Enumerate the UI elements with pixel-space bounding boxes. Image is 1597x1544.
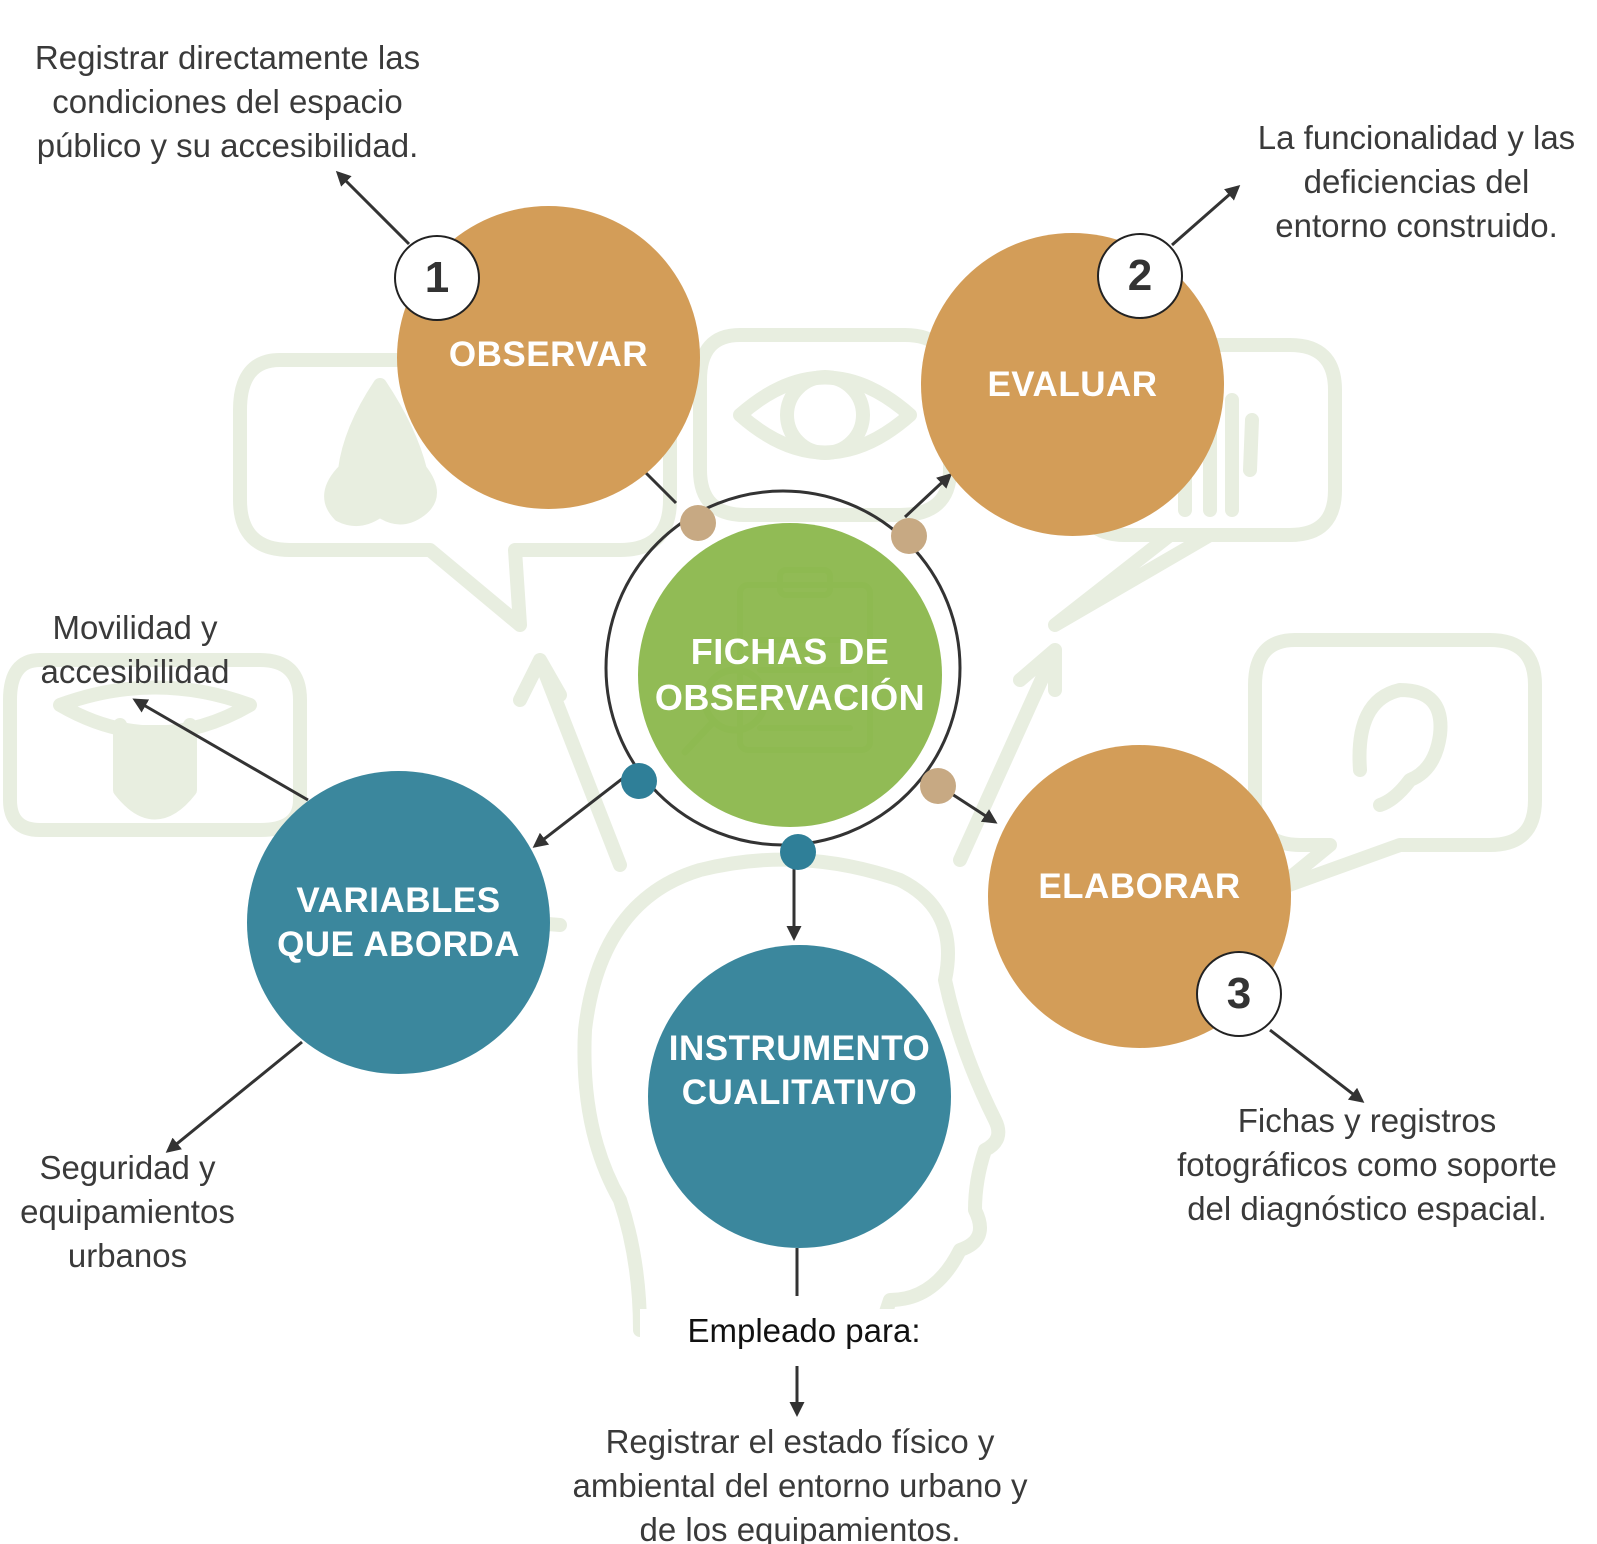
node-instrumento-label: INSTRUMENTO CUALITATIVO [668, 1028, 931, 1112]
arrow-center-evaluar [903, 472, 953, 519]
arrow-elaborar-desc [1269, 1028, 1365, 1103]
connector-dot-evaluar [891, 518, 927, 554]
desc-variables-top: Movilidad y accesibilidad [40, 609, 230, 690]
connector-dot-variables [621, 763, 657, 799]
connector-label-empleado: Empleado para: [640, 1309, 968, 1353]
step-number-1: 1 [394, 235, 480, 321]
desc-elaborar: Fichas y registros fotográficos como sop… [1177, 1102, 1557, 1227]
arrow-variables-top [132, 698, 309, 802]
desc-observar: Registrar directamente las condiciones d… [34, 39, 421, 164]
arrow-observar-desc [335, 170, 411, 246]
desc-evaluar: La funcionalidad y las deficiencias del … [1257, 119, 1576, 244]
step-number-2: 2 [1097, 233, 1183, 319]
head-icon [577, 852, 1006, 1337]
connector-dot-observar [680, 505, 716, 541]
connector-dot-instrumento [780, 834, 816, 870]
node-instrumento: INSTRUMENTO CUALITATIVO [648, 945, 951, 1248]
node-variables-label: VARIABLES QUE ABORDA [277, 880, 520, 964]
center-title: FICHAS DE OBSERVACIÓN [654, 631, 926, 718]
node-observar-label: OBSERVAR [448, 334, 649, 374]
node-evaluar-label: EVALUAR [987, 364, 1158, 404]
arrow-variables-bottom [165, 1040, 303, 1153]
desc-instrumento: Registrar el estado físico y ambiental d… [572, 1423, 1028, 1544]
step-number-3: 3 [1196, 951, 1282, 1037]
arrow-evaluar-desc [1171, 185, 1241, 247]
node-variables: VARIABLES QUE ABORDA [247, 771, 550, 1074]
tongue-icon [3, 653, 307, 837]
center-circle: FICHAS DE OBSERVACIÓN [638, 523, 942, 827]
arrow-center-variables [532, 773, 628, 848]
ear-icon [1248, 633, 1542, 897]
node-elaborar-label: ELABORAR [1038, 866, 1241, 906]
desc-variables-bottom: Seguridad y equipamientos urbanos [20, 1149, 235, 1274]
connector-dot-elaborar [920, 768, 956, 804]
